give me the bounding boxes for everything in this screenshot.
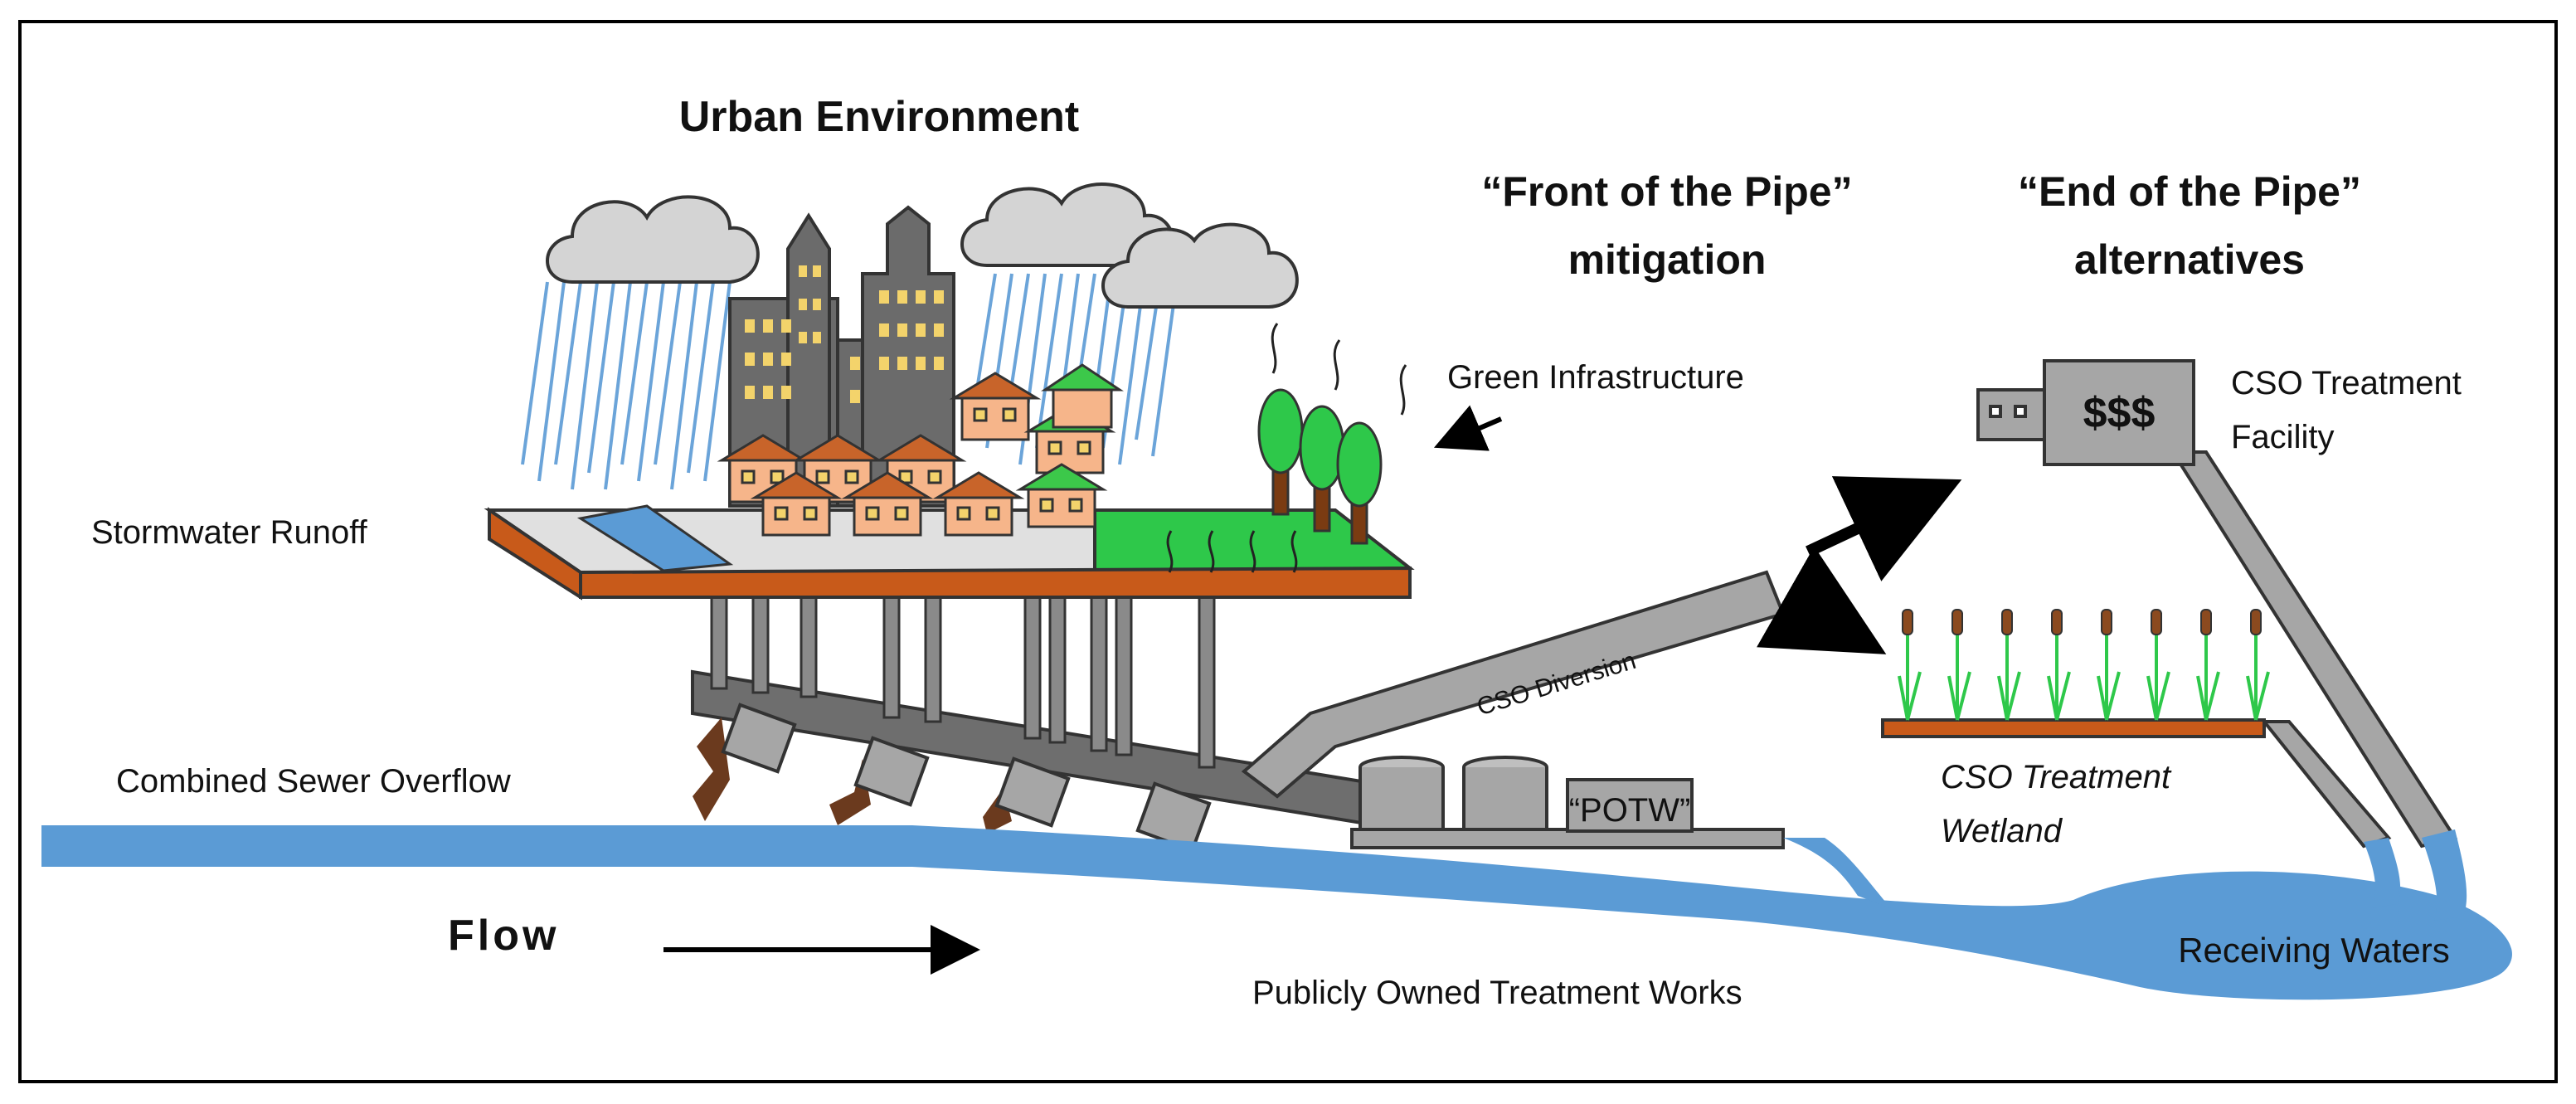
potw-label: “POTW”	[1569, 792, 1691, 829]
green-infrastructure-arrow	[1433, 405, 1503, 451]
urban-platform	[484, 504, 1415, 601]
house	[1041, 363, 1124, 429]
potw-full-label: Publicly Owned Treatment Works	[1252, 975, 1742, 1011]
front-heading-line1: “Front of the Pipe”	[1481, 168, 1852, 215]
arrow-to-wetland	[1757, 546, 1887, 654]
wetland-reeds	[1898, 630, 2270, 721]
green-infrastructure-label: Green Infrastructure	[1447, 359, 1744, 396]
house	[1015, 463, 1108, 528]
cloud-left	[546, 195, 760, 284]
flow-label: Flow	[448, 912, 559, 960]
end-heading-line2: alternatives	[2074, 236, 2305, 283]
potw-plant	[1350, 756, 1785, 849]
trees	[1257, 388, 1383, 545]
river	[41, 825, 2512, 1000]
wetland-label-line2: Wetland	[1941, 813, 2063, 849]
house	[750, 471, 843, 537]
arrow-to-facility	[1806, 476, 1962, 581]
building-windows	[745, 265, 944, 403]
end-heading-line1: “End of the Pipe”	[2018, 168, 2361, 215]
wetland-label-line1: CSO Treatment	[1941, 759, 2172, 795]
potw-discharge	[1783, 838, 1891, 908]
stormwater-runoff-label: Stormwater Runoff	[91, 514, 368, 551]
vertical-drains	[710, 571, 1216, 769]
combined-sewer-overflow-label: Combined Sewer Overflow	[116, 763, 511, 800]
cso-facility-label-line1: CSO Treatment	[2231, 365, 2462, 401]
cloud-right-2	[1101, 222, 1299, 309]
facility-discharge	[2422, 829, 2467, 921]
wetland-cattails	[1902, 609, 2262, 635]
house	[932, 471, 1025, 537]
wetland-discharge	[2364, 838, 2401, 908]
evaporation-squiggles	[1271, 323, 1407, 416]
title: Urban Environment	[679, 93, 1080, 141]
facility-sign: $$$	[2083, 389, 2156, 437]
cso-facility-label-line2: Facility	[2231, 419, 2334, 455]
infiltration-squiggles	[1166, 530, 1298, 573]
rain-left	[521, 281, 731, 490]
overflow-outfalls	[693, 703, 1219, 854]
house	[949, 372, 1042, 441]
receiving-waters-label: Receiving Waters	[2178, 931, 2450, 970]
houses	[717, 363, 1124, 537]
cso-treatment-facility	[1976, 359, 2458, 849]
front-heading-line2: mitigation	[1568, 236, 1767, 283]
house	[841, 471, 934, 537]
